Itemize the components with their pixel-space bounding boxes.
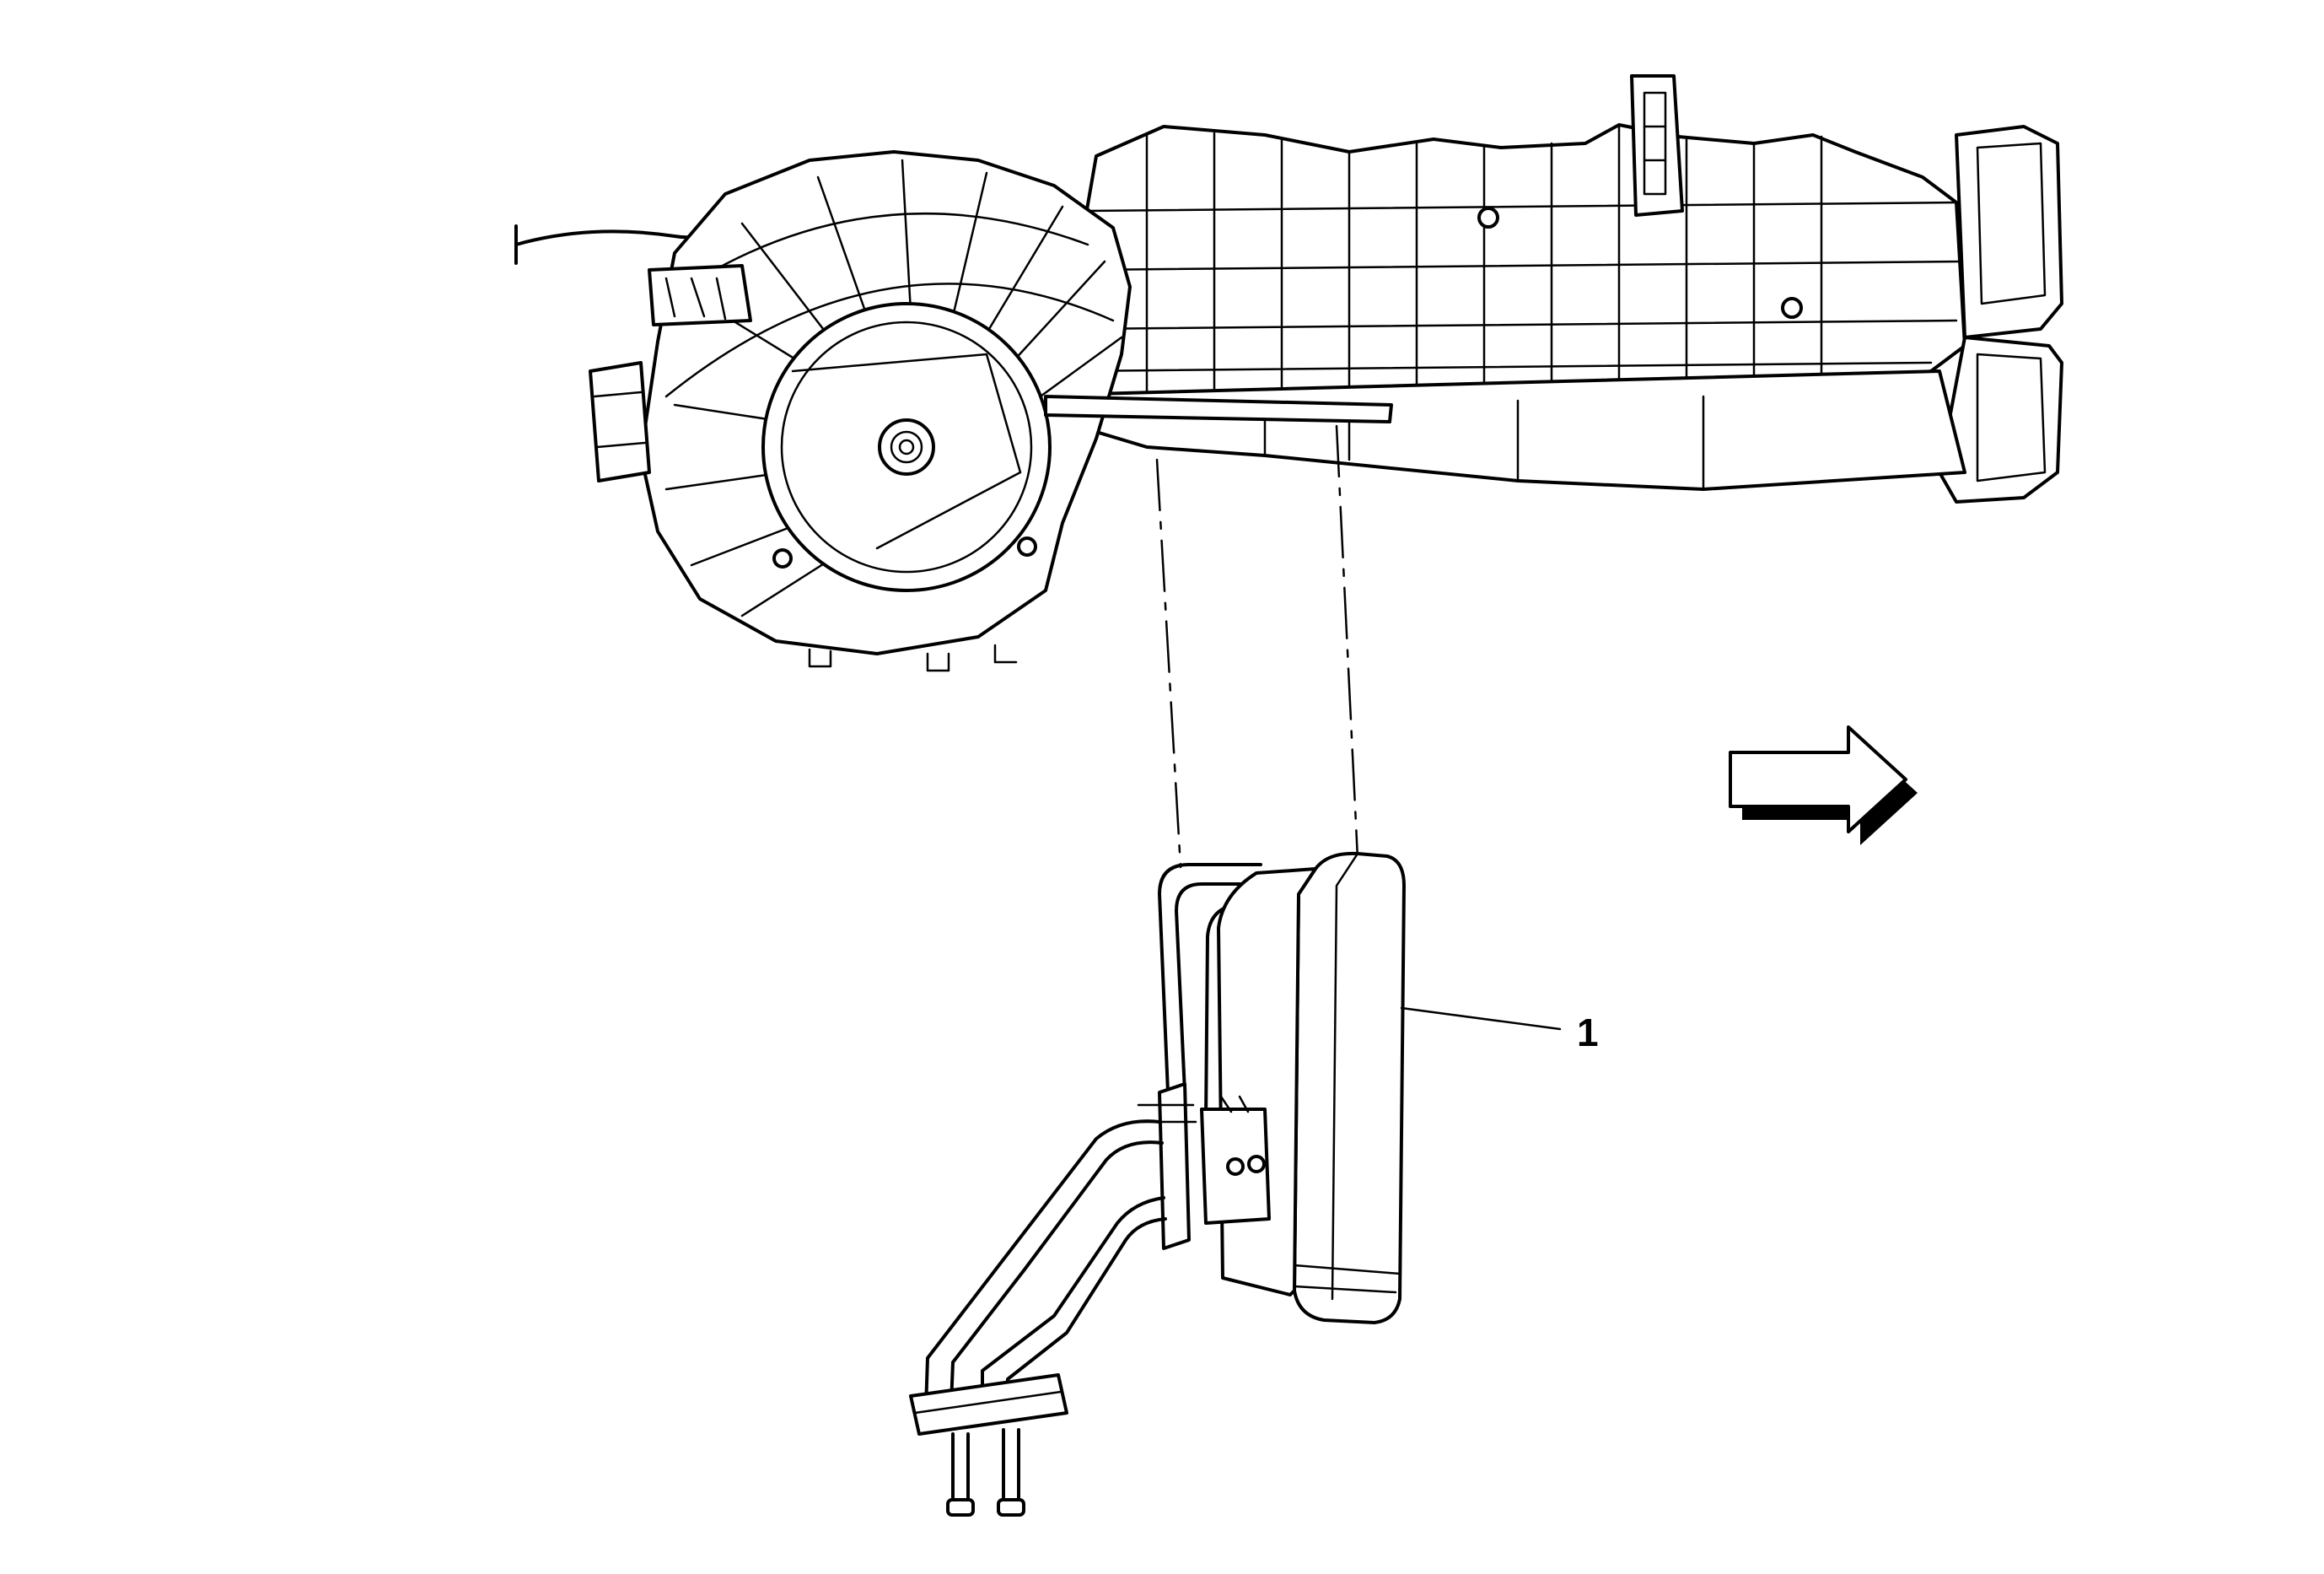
arrow-right-icon — [1729, 725, 1918, 845]
alignment-lines — [1155, 424, 1359, 869]
evaporator-core[interactable] — [909, 851, 1406, 1517]
callout-1-leader — [1400, 1006, 1562, 1031]
hvac-module-housing — [514, 74, 2063, 672]
callout-1-label: 1 — [1577, 1011, 1599, 1054]
callout-1: 1 — [1400, 1006, 1599, 1054]
